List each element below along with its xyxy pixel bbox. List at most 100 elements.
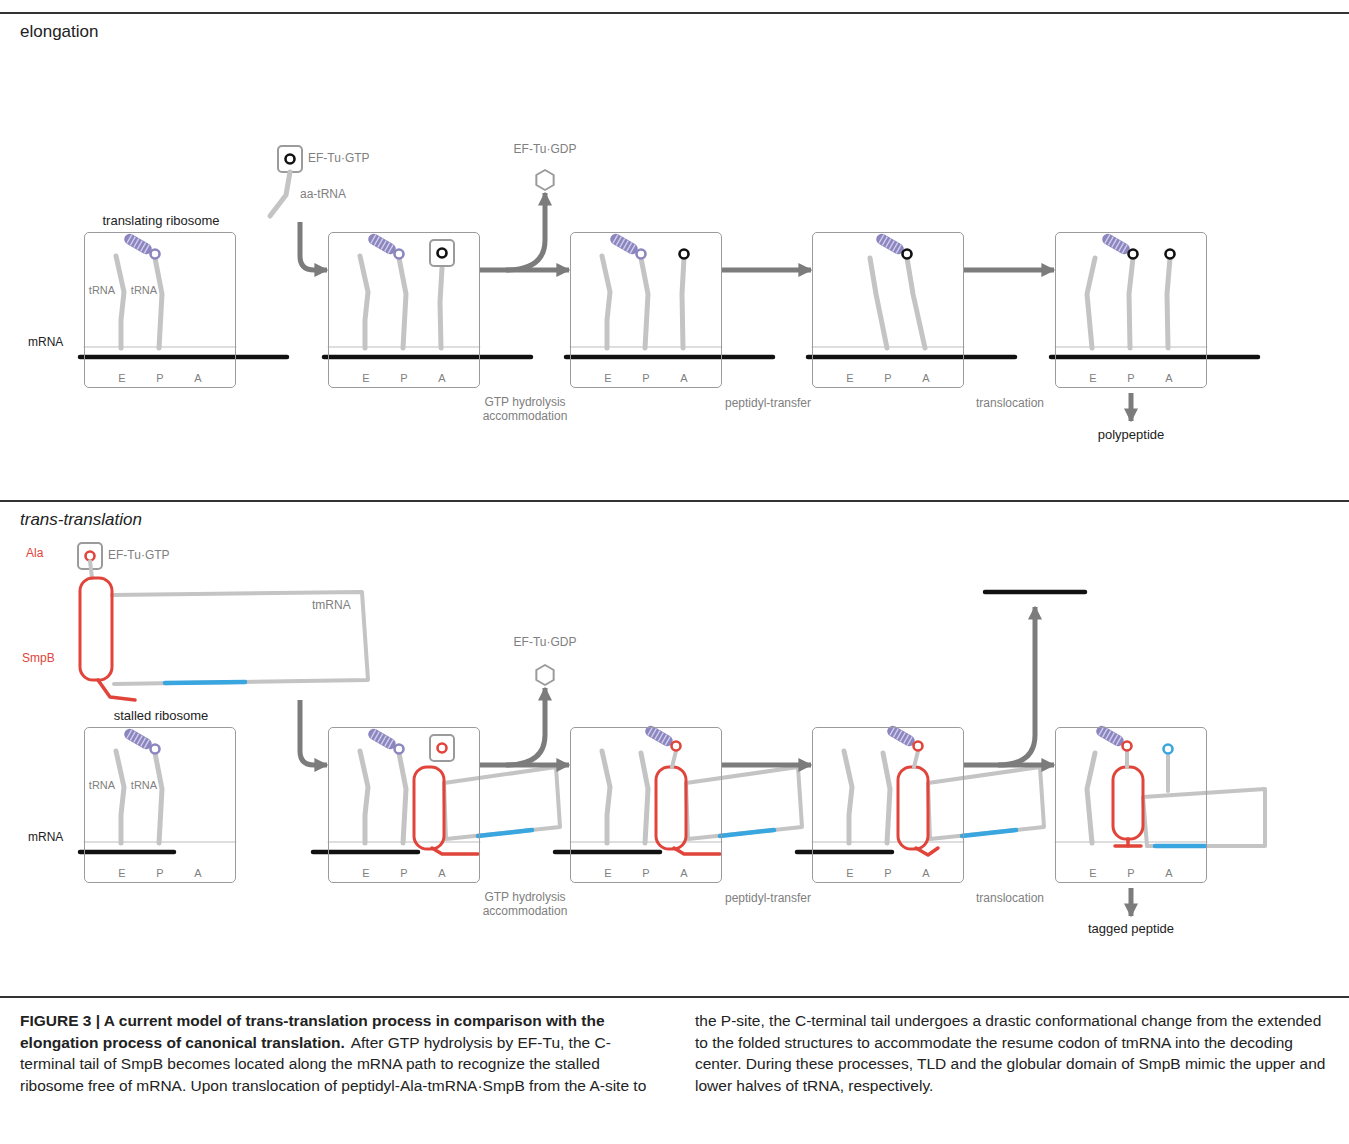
illustration-shape — [366, 232, 397, 257]
site-letter: E — [118, 372, 125, 385]
illustration-shape — [962, 830, 1016, 836]
product-label: tagged peptide — [1088, 922, 1174, 937]
illustration-shape — [641, 258, 648, 348]
product-label: polypeptide — [1098, 428, 1165, 443]
site-letter: P — [884, 867, 891, 880]
illustration-shape — [1087, 753, 1095, 843]
molecule-label: mRNA — [28, 831, 63, 845]
illustration-shape — [656, 767, 686, 849]
illustration-shape — [1155, 844, 1205, 849]
illustration-shape — [1100, 232, 1131, 257]
illustration-shape — [144, 740, 149, 749]
illustration-shape — [797, 724, 1044, 855]
illustration-shape — [80, 578, 112, 680]
illustration-shape — [127, 235, 132, 244]
illustration-shape — [1102, 729, 1107, 738]
illustration-shape — [134, 734, 139, 743]
illustration-shape — [388, 245, 393, 254]
illustration-shape — [137, 241, 142, 250]
molecule-label: aa-tRNA — [300, 188, 346, 202]
illustration-shape — [399, 753, 406, 843]
illustration-shape — [680, 250, 689, 259]
illustration-shape — [1126, 839, 1130, 846]
illustration-shape — [313, 727, 560, 854]
ribosome-box: EPA — [328, 232, 480, 388]
illustration-shape — [1113, 767, 1143, 839]
illustration-shape — [506, 688, 545, 765]
site-letter: A — [194, 867, 201, 880]
site-letter: A — [680, 372, 687, 385]
illustration-shape — [381, 241, 386, 250]
illustration-shape — [399, 258, 406, 348]
illustration-shape — [270, 172, 290, 216]
illustration-shape — [1116, 737, 1121, 746]
illustration-shape — [566, 355, 773, 360]
illustration-shape — [1115, 241, 1120, 250]
illustration-shape — [1087, 258, 1095, 348]
illustration-shape — [414, 767, 444, 849]
step-label: translocation — [976, 397, 1044, 411]
step-arrow — [964, 268, 1054, 273]
illustration-shape — [808, 232, 1015, 357]
illustration-shape — [903, 250, 912, 259]
ribosome-box: EPA — [328, 727, 480, 883]
illustration-shape — [366, 727, 397, 752]
illustration-shape — [907, 258, 925, 348]
illustration-shape — [1129, 888, 1134, 916]
illustration-shape — [1112, 239, 1117, 248]
site-letter: P — [642, 867, 649, 880]
site-letter: P — [884, 372, 891, 385]
illustration-shape — [122, 727, 153, 752]
illustration-shape — [613, 235, 618, 244]
trna-label: tRNA — [89, 779, 115, 792]
site-letter: E — [604, 867, 611, 880]
illustration-shape — [1129, 258, 1133, 348]
illustration-shape — [1122, 245, 1127, 254]
illustration-shape — [608, 232, 639, 257]
illustration-shape — [430, 240, 454, 266]
site-letter: E — [846, 372, 853, 385]
illustration-shape — [366, 727, 397, 752]
illustration-shape — [1108, 237, 1113, 246]
molecule-label: tmRNA — [312, 599, 351, 613]
illustration-shape — [438, 744, 447, 753]
trna-label: tRNA — [131, 284, 157, 297]
illustration-shape — [662, 735, 667, 744]
illustration-shape — [620, 239, 625, 248]
illustration-shape — [151, 745, 160, 754]
illustration-shape — [1100, 232, 1131, 257]
molecule-label: Ala — [26, 547, 43, 561]
illustration-shape — [985, 590, 1085, 595]
illustration-shape — [627, 243, 632, 252]
caption-block: FIGURE 3 | A current model of trans-tran… — [20, 1010, 1330, 1097]
illustration-shape — [651, 729, 656, 738]
illustration-shape — [630, 245, 635, 254]
illustration-shape — [395, 250, 404, 259]
illustration-shape — [1164, 745, 1173, 754]
panel-title: trans-translation — [20, 510, 142, 530]
illustration-shape — [665, 737, 670, 746]
illustration-shape — [536, 170, 553, 190]
illustration-shape — [438, 249, 447, 258]
site-letter: P — [156, 372, 163, 385]
illustration-shape — [127, 730, 132, 739]
site-letter: E — [1089, 372, 1096, 385]
illustration-shape — [870, 258, 887, 348]
illustration-shape — [80, 232, 287, 357]
illustration-shape — [1129, 250, 1138, 259]
site-letter: E — [362, 867, 369, 880]
step-label: peptidyl-transfer — [725, 892, 811, 906]
illustration-shape — [360, 256, 368, 348]
site-letter: A — [194, 372, 201, 385]
ribosome-box: EPA — [812, 727, 964, 883]
illustration-shape — [366, 232, 397, 257]
trna-label: tRNA — [89, 284, 115, 297]
illustration-shape — [1105, 235, 1110, 244]
illustration-shape — [371, 730, 376, 739]
site-letter: A — [922, 867, 929, 880]
site-letter: A — [680, 867, 687, 880]
illustration-shape — [116, 256, 124, 348]
step-arrow — [722, 763, 811, 768]
illustration-shape — [879, 235, 884, 244]
site-letter: E — [118, 867, 125, 880]
